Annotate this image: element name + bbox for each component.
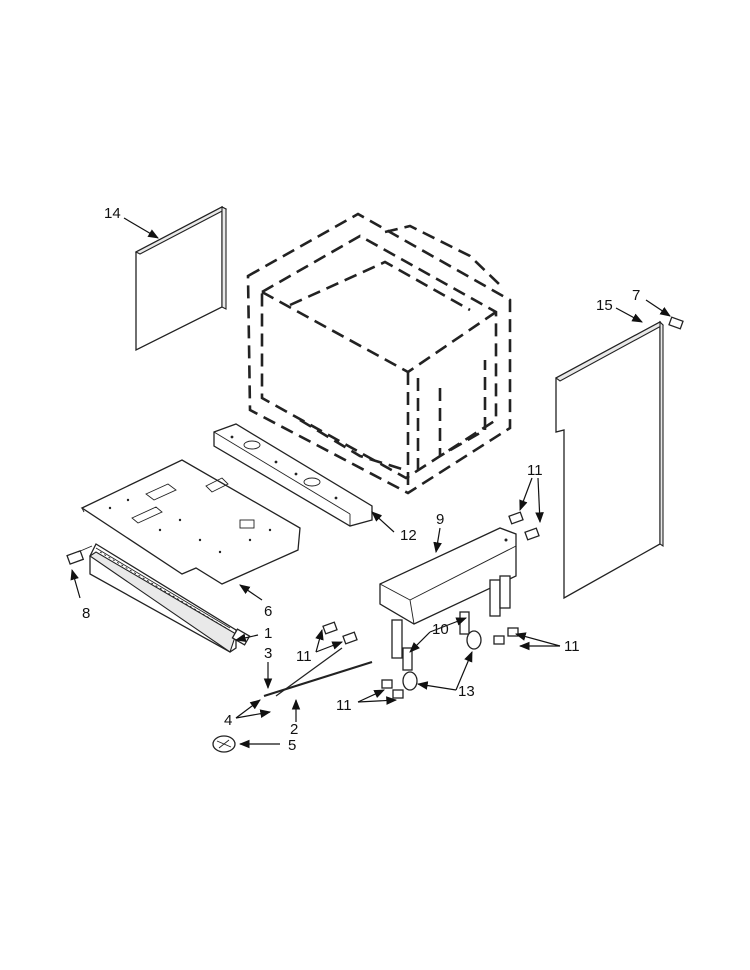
rear-bracket <box>213 423 373 527</box>
callout-6: 6 <box>264 603 272 620</box>
base-frame <box>379 527 517 659</box>
leader-lines <box>70 217 671 749</box>
callout-11-left: 11 <box>296 648 312 665</box>
callout-13: 13 <box>458 683 475 700</box>
callout-9: 9 <box>436 511 444 528</box>
callout-3: 3 <box>264 645 272 662</box>
callout-10: 10 <box>432 621 449 638</box>
side-panel-left <box>134 205 228 352</box>
leveling-foot <box>212 735 236 753</box>
screws-11 <box>322 511 540 699</box>
callout-5: 5 <box>288 737 296 754</box>
callout-8: 8 <box>82 605 90 622</box>
callout-4: 4 <box>224 712 232 729</box>
callout-11-right: 11 <box>564 638 580 655</box>
oven-cavity-outline <box>246 212 512 495</box>
rod-2 <box>263 647 373 698</box>
screw-8 <box>66 545 93 565</box>
callout-12: 12 <box>400 527 417 544</box>
callout-7: 7 <box>632 287 640 304</box>
wheels <box>402 630 482 691</box>
side-panel-right <box>554 320 664 600</box>
callout-labels: 14 15 7 12 11 9 6 1 3 10 11 11 13 11 4 2… <box>82 205 640 754</box>
bottom-plate <box>80 459 301 585</box>
callout-11-bottom: 11 <box>336 697 352 714</box>
callout-15: 15 <box>596 297 613 314</box>
callout-14: 14 <box>104 205 121 222</box>
callout-2: 2 <box>290 721 298 738</box>
screw-7 <box>668 316 684 330</box>
callout-1: 1 <box>264 625 272 642</box>
callout-11-top: 11 <box>527 462 543 479</box>
